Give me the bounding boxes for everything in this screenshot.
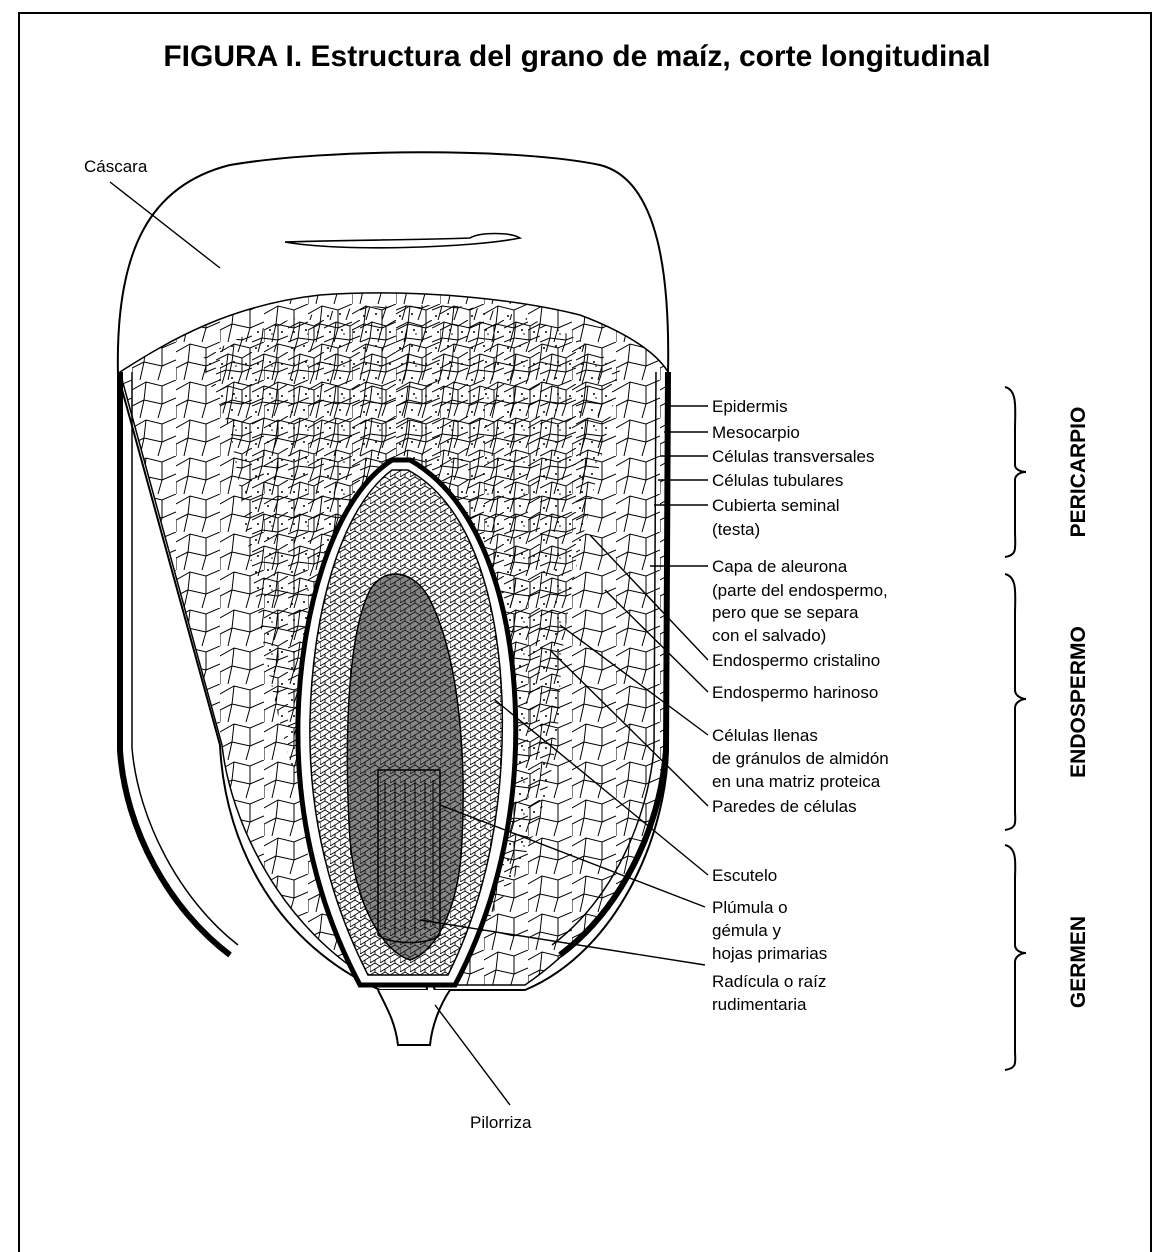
label-pilorriza: Pilorriza: [470, 1113, 532, 1132]
label-celulas-llenas-2: de gránulos de almidón: [712, 749, 889, 768]
label-celulas-transversales: Células transversales: [712, 447, 875, 466]
label-testa: (testa): [712, 520, 760, 539]
label-radicula-1: Radícula o raíz: [712, 972, 826, 991]
brace-endospermo: [1005, 574, 1026, 830]
label-escutelo: Escutelo: [712, 866, 777, 885]
brace-germen: [1005, 845, 1026, 1070]
label-cubierta-seminal: Cubierta seminal: [712, 496, 840, 515]
label-paredes-celulas: Paredes de células: [712, 797, 857, 816]
label-cascara: Cáscara: [84, 157, 148, 176]
label-plumula-2: gémula y: [712, 921, 781, 940]
label-capa-aleurona: Capa de aleurona: [712, 557, 848, 576]
label-celulas-tubulares: Células tubulares: [712, 471, 843, 490]
label-mesocarpio: Mesocarpio: [712, 423, 800, 442]
label-plumula-1: Plúmula o: [712, 898, 788, 917]
leader-pilorriza: [435, 1005, 510, 1105]
label-aleurona-nota-3: con el salvado): [712, 626, 826, 645]
label-radicula-2: rudimentaria: [712, 995, 807, 1014]
label-aleurona-nota-1: (parte del endospermo,: [712, 581, 888, 600]
group-germen: GERMEN: [1067, 916, 1090, 1008]
label-endospermo-cristalino: Endospermo cristalino: [712, 651, 880, 670]
group-endospermo: ENDOSPERMO: [1067, 626, 1090, 778]
group-pericarpio: PERICARPIO: [1067, 407, 1090, 538]
label-plumula-3: hojas primarias: [712, 944, 827, 963]
label-epidermis: Epidermis: [712, 397, 788, 416]
tip-cap: [378, 990, 450, 1045]
label-celulas-llenas-1: Células llenas: [712, 726, 818, 745]
label-endospermo-harinoso: Endospermo harinoso: [712, 683, 878, 702]
brace-pericarpio: [1005, 387, 1026, 557]
label-celulas-llenas-3: en una matriz proteica: [712, 772, 881, 791]
label-aleurona-nota-2: pero que se separa: [712, 603, 859, 622]
